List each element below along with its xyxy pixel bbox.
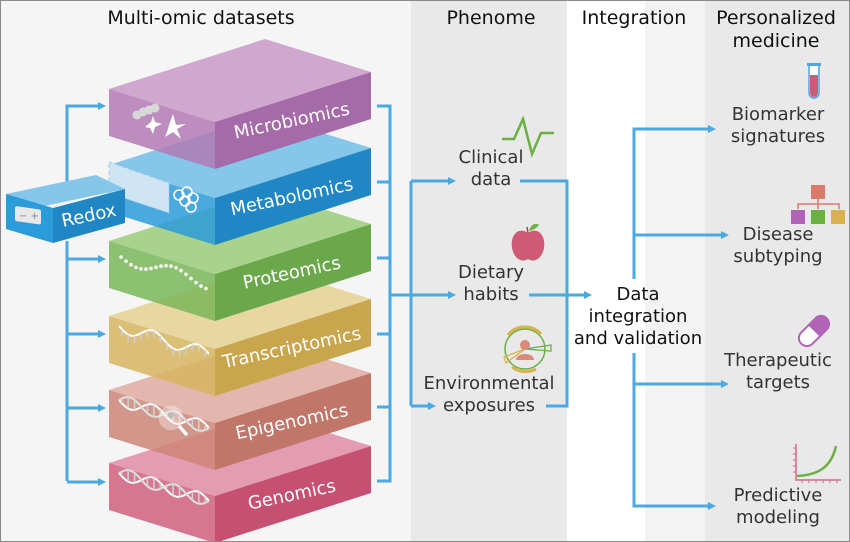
layer-microbiomics: Microbiomics xyxy=(109,39,371,169)
outcome-predictive: Predictive modeling xyxy=(713,485,843,529)
test-tube-icon xyxy=(807,63,821,99)
clinical-line2: data xyxy=(470,169,512,190)
integration-to-outcomes-connectors xyxy=(632,125,729,510)
outcome-biomarker: Biomarker signatures xyxy=(713,104,843,148)
environmental-line1: Environmental xyxy=(423,373,555,394)
outcome-therapeutic: Therapeutic targets xyxy=(713,350,843,394)
integration-panel xyxy=(567,1,645,541)
hierarchy-icon xyxy=(791,185,845,224)
predictive-line2: modeling xyxy=(736,507,820,528)
therapeutic-line2: targets xyxy=(745,372,811,393)
medicine-panel xyxy=(705,1,849,541)
integration-line3: and validation xyxy=(573,328,703,349)
dna-icon xyxy=(118,469,210,505)
arrow-to-predictive xyxy=(632,353,716,510)
integration-panel-transition xyxy=(645,1,705,541)
redox-connectors xyxy=(65,102,106,486)
disease-line2: subtyping xyxy=(733,246,823,267)
outcome-disease: Disease subtyping xyxy=(713,224,843,268)
phenome-panel xyxy=(411,1,567,541)
header-medicine: Personalized medicine xyxy=(701,7,849,53)
person-exposure-icon xyxy=(503,325,552,374)
rna-strand-icon xyxy=(118,325,210,357)
environmental-line2: exposures xyxy=(442,395,536,416)
phenome-item-dietary: Dietary habits xyxy=(441,262,541,306)
svg-text:− +: − + xyxy=(19,211,39,222)
header-phenome: Phenome xyxy=(446,7,536,29)
therapeutic-line1: Therapeutic xyxy=(724,350,832,371)
bracket-vertical xyxy=(377,104,392,483)
layers-to-phenome-bracket xyxy=(377,104,456,483)
redox-box: − + Redox xyxy=(6,175,125,243)
integration-line2: integration xyxy=(588,306,688,327)
arrow-to-microbiomics xyxy=(65,102,106,189)
phenome-item-clinical: Clinical data xyxy=(441,147,541,191)
biomarker-line1: Biomarker xyxy=(731,104,825,125)
arrow-to-biomarker xyxy=(632,125,716,279)
apple-icon xyxy=(511,223,545,261)
dietary-line2: habits xyxy=(463,284,519,305)
capsule-icon xyxy=(797,314,831,348)
integration-line1: Data xyxy=(616,284,660,305)
clinical-line1: Clinical xyxy=(458,147,524,168)
microbe-icon xyxy=(132,103,186,139)
battery-icon: − + xyxy=(15,206,41,225)
integration-node: Data integration and validation xyxy=(563,284,713,350)
header-integration: Integration xyxy=(581,7,687,29)
dna-magnifier-icon xyxy=(118,396,210,437)
growth-curve-icon xyxy=(793,444,841,483)
heartbeat-icon xyxy=(502,115,554,158)
header-medicine-line1: Personalized xyxy=(716,7,836,29)
dietary-line1: Dietary xyxy=(457,262,525,283)
peptide-chain-icon xyxy=(119,255,208,291)
disease-line1: Disease xyxy=(742,224,814,245)
omics-layer-stack: GenomicsEpigenomicsTranscriptomicsProteo… xyxy=(108,39,371,541)
phenome-to-integration-connectors xyxy=(520,179,592,408)
phenome-item-environmental: Environmental exposures xyxy=(414,373,564,417)
molecule-icon xyxy=(173,186,199,213)
header-multiomic: Multi-omic datasets xyxy=(107,7,295,29)
predictive-line1: Predictive xyxy=(733,485,823,506)
biomarker-line2: signatures xyxy=(730,126,826,147)
header-medicine-line2: medicine xyxy=(732,30,820,52)
